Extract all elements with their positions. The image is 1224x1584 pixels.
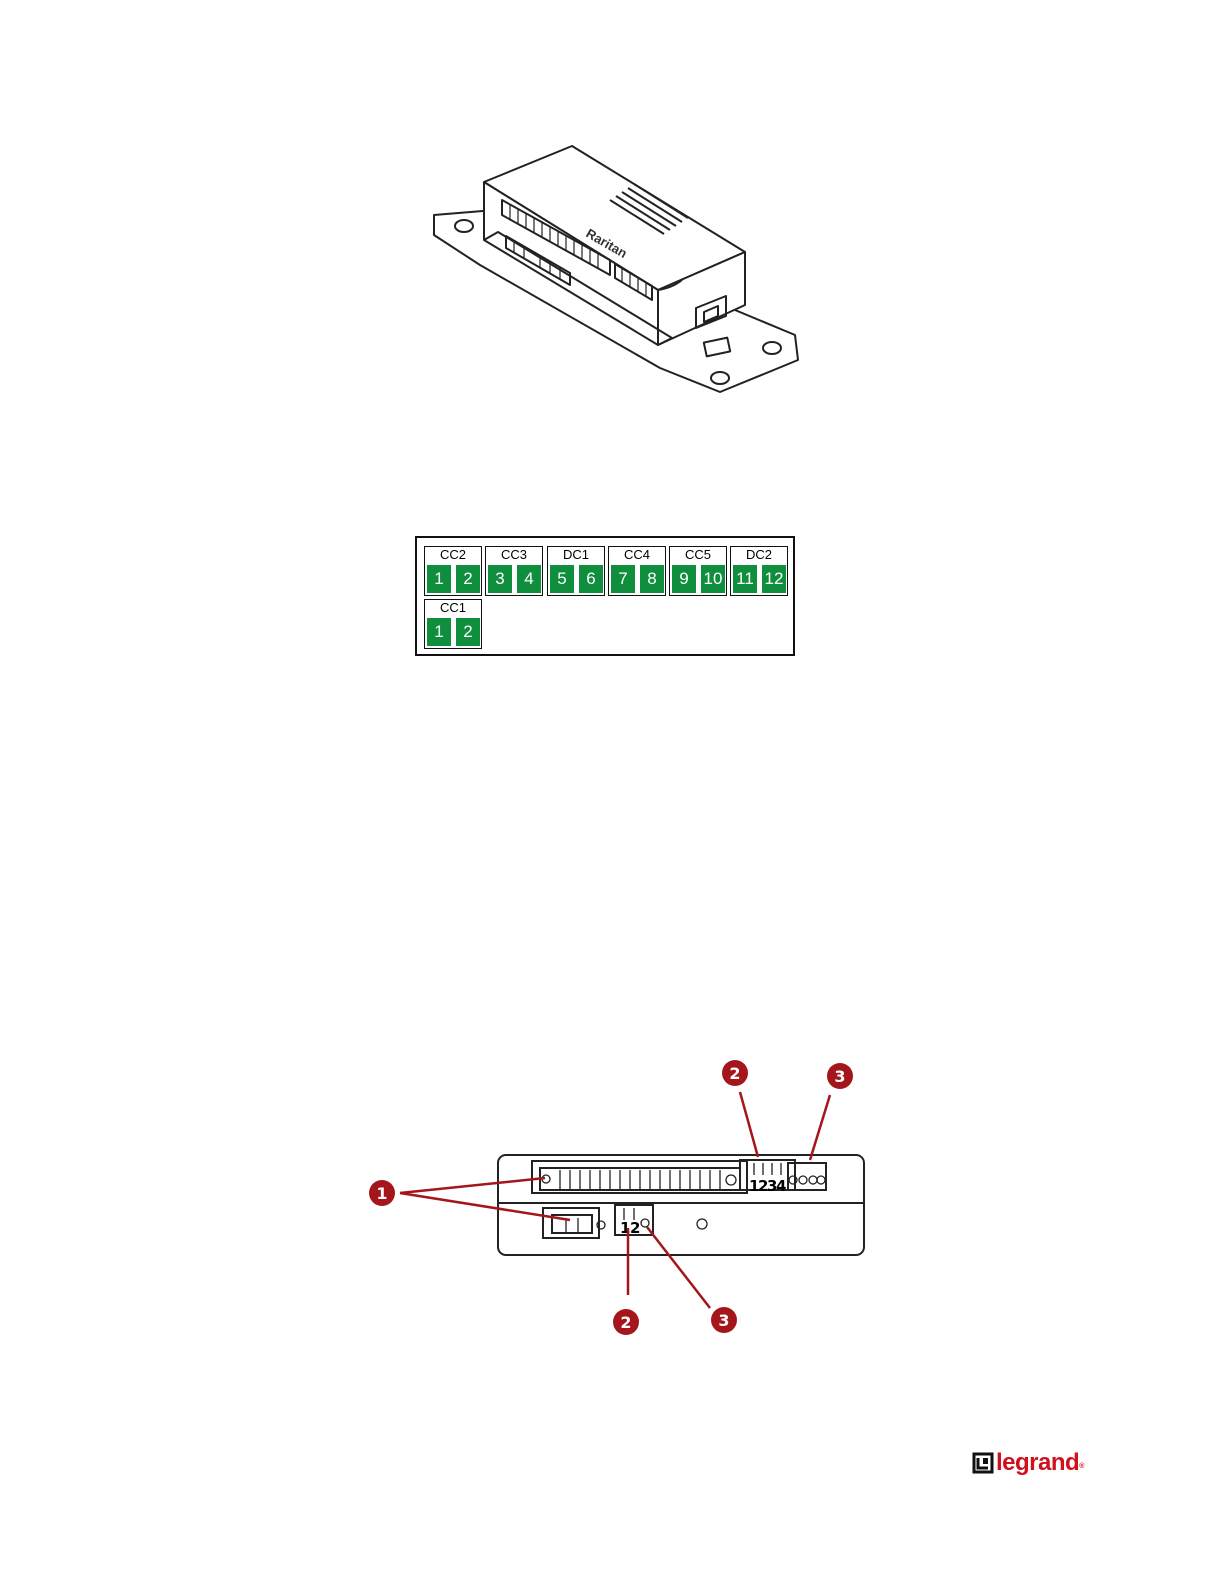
pin: 10 [701, 565, 725, 593]
pin: 11 [733, 565, 757, 593]
terminal-group-dc1: DC1 5 6 [547, 546, 605, 596]
pin: 4 [517, 565, 541, 593]
pin: 9 [672, 565, 696, 593]
terminal-group-cc2: CC2 1 2 [424, 546, 482, 596]
dip-label: 2 [630, 1219, 640, 1237]
front-view-figure: 1 2 3 4 1 2 1 2 3 2 3 [360, 1060, 880, 1340]
legrand-logo-text: legrand® [996, 1448, 1084, 1478]
pin: 8 [640, 565, 664, 593]
legrand-logo-icon [972, 1452, 994, 1474]
pin: 3 [488, 565, 512, 593]
terminal-group-cc5: CC5 9 10 [669, 546, 727, 596]
group-label: CC5 [670, 548, 726, 562]
device-isometric-figure: Raritan [420, 140, 820, 400]
group-label: CC3 [486, 548, 542, 562]
terminal-group-cc4: CC4 7 8 [608, 546, 666, 596]
pin: 5 [550, 565, 574, 593]
pin: 1 [427, 618, 451, 646]
group-label: CC4 [609, 548, 665, 562]
terminal-map: CC2 1 2 CC3 3 4 DC1 5 6 CC4 7 8 CC5 9 10… [415, 536, 795, 656]
terminal-group-cc1: CC1 1 2 [424, 599, 482, 649]
group-label: DC2 [731, 548, 787, 562]
logo-text: legrand [996, 1449, 1079, 1476]
callout-number: 1 [376, 1184, 387, 1203]
callout-number: 2 [729, 1064, 740, 1083]
group-label: DC1 [548, 548, 604, 562]
logo-tm: ® [1079, 1463, 1084, 1470]
group-label: CC2 [425, 548, 481, 562]
pin: 2 [456, 565, 480, 593]
pin: 6 [579, 565, 603, 593]
pin: 12 [762, 565, 786, 593]
pin: 7 [611, 565, 635, 593]
pin: 1 [427, 565, 451, 593]
terminal-group-dc2: DC2 11 12 [730, 546, 788, 596]
callout-number: 3 [834, 1067, 845, 1086]
terminal-group-cc3: CC3 3 4 [485, 546, 543, 596]
callout-number: 2 [620, 1313, 631, 1332]
pin: 2 [456, 618, 480, 646]
callout-number: 3 [718, 1311, 729, 1330]
group-label: CC1 [425, 601, 481, 615]
dip-label: 4 [776, 1177, 786, 1195]
